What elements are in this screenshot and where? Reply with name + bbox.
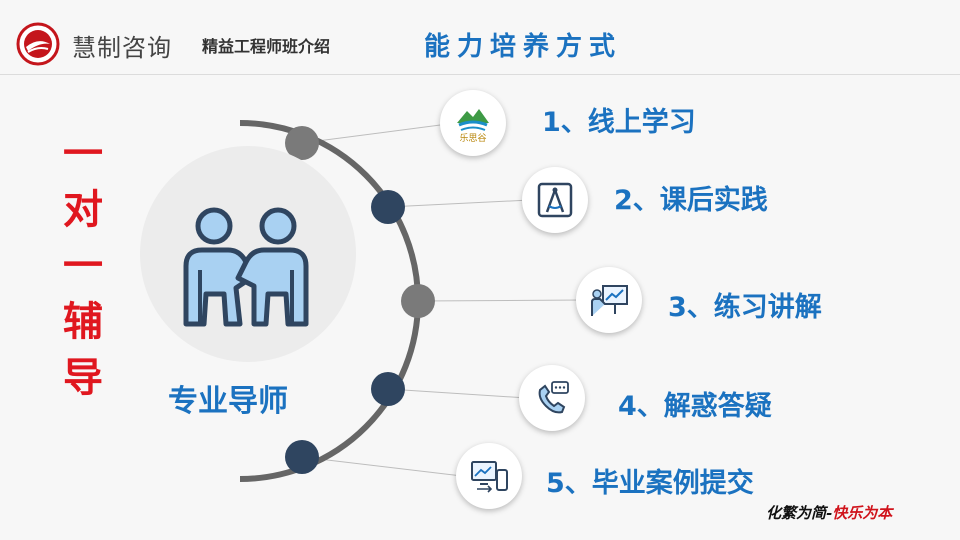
course-name: 精益工程师班介绍 xyxy=(202,37,331,56)
company-logo-icon xyxy=(16,22,60,66)
item-3-label: 3、练习讲解 xyxy=(668,292,822,323)
page-title: 能力培养方式 xyxy=(424,32,623,62)
item-1-icon-circle: 乐思谷 xyxy=(440,90,506,156)
node-5 xyxy=(285,440,319,474)
title-char: 辅 xyxy=(63,299,103,345)
node-3 xyxy=(401,284,435,318)
connector-line-5 xyxy=(301,456,463,477)
brand-name: 慧制咨询 xyxy=(72,34,172,62)
item-5-label: 5、毕业案例提交 xyxy=(546,468,754,499)
item-4-icon-circle xyxy=(519,365,585,431)
title-char: 对 xyxy=(63,187,103,233)
le-si-gu-logo-icon: 乐思谷 xyxy=(457,109,489,143)
connector-line-1 xyxy=(301,123,449,144)
mentor-label: 专业导师 xyxy=(168,384,288,419)
slogan-part-2: 快乐为本 xyxy=(832,504,893,522)
slogan-part-1: 化繁为简 xyxy=(766,504,827,522)
item-4-label: 4、解惑答疑 xyxy=(618,391,772,422)
logo-text: 乐思谷 xyxy=(459,132,486,143)
item-3-icon-circle xyxy=(576,267,642,333)
item-5-icon-circle xyxy=(456,443,522,509)
devices-sync-icon xyxy=(471,461,508,493)
title-char: 一 xyxy=(63,131,103,177)
item-2-label: 2、课后实践 xyxy=(614,185,768,216)
slogan: 化繁为简-快乐为本 xyxy=(766,502,892,523)
mentor-circle xyxy=(140,146,356,362)
phone-chat-icon xyxy=(538,381,569,414)
presentation-board-icon xyxy=(591,285,628,316)
header-divider xyxy=(0,74,960,75)
node-1 xyxy=(285,126,319,160)
connector-line-2 xyxy=(387,199,531,208)
title-char: 一 xyxy=(63,243,103,289)
item-2-icon-circle xyxy=(522,167,588,233)
one-on-one-title: 一 对 一 辅 导 xyxy=(60,126,106,406)
mentor-handshake-icon xyxy=(183,207,309,327)
node-2 xyxy=(371,190,405,224)
title-char: 导 xyxy=(63,355,103,401)
slogan-separator: - xyxy=(826,504,833,522)
connector-line-4 xyxy=(387,388,528,399)
compass-drafting-icon xyxy=(537,182,573,218)
item-1-label: 1、线上学习 xyxy=(542,107,696,138)
node-4 xyxy=(371,372,405,406)
connector-line-3 xyxy=(417,299,585,302)
